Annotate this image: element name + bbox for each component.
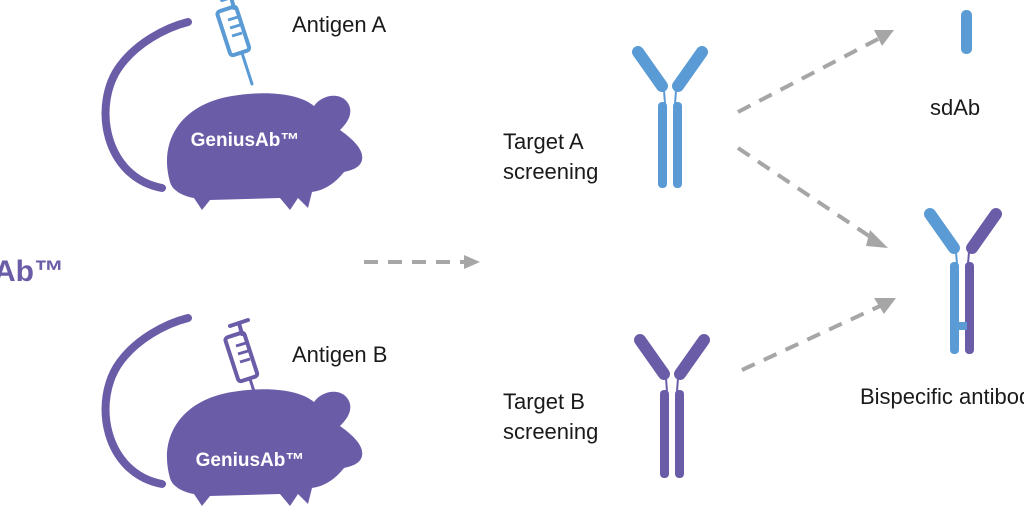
bispecific-antibody-label: Bispecific antibody	[860, 384, 1024, 409]
mouse-icon	[106, 22, 363, 210]
dashed-arrow-icon	[737, 30, 894, 114]
antibody-icon	[634, 334, 710, 478]
target-a-line1: Target A	[503, 129, 584, 154]
mouse-bottom-brand: GeniusAb™	[196, 450, 305, 471]
dashed-arrow-icon	[741, 298, 896, 372]
sdab-label: sdAb	[930, 95, 981, 120]
antibody-icon	[632, 46, 708, 188]
bispecific-antibody-icon	[924, 208, 1002, 354]
syringe-icon	[214, 0, 254, 86]
dashed-arrow-icon	[364, 255, 480, 269]
target-b-line1: Target B	[503, 389, 585, 414]
target-a-line2: screening	[503, 159, 599, 184]
left-brand-text: Ab™	[0, 255, 64, 288]
dashed-arrow-icon	[736, 146, 888, 248]
mouse-bottom: GeniusAb™	[106, 318, 363, 506]
mouse-top: GeniusAb™	[106, 22, 363, 210]
mouse-top-brand: GeniusAb™	[191, 130, 300, 151]
sdab-icon	[961, 10, 972, 54]
target-b-line2: screening	[503, 419, 599, 444]
antigen-a-label: Antigen A	[292, 12, 387, 37]
antigen-b-label: Antigen B	[292, 342, 388, 367]
